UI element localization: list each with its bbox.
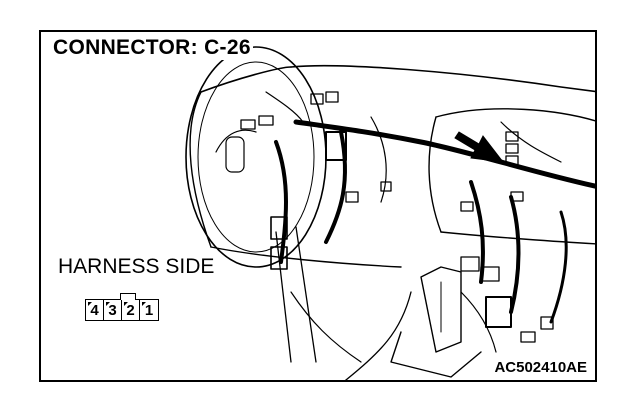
figure-code: AC502410AE: [494, 359, 587, 376]
pin-label: 2: [122, 300, 140, 320]
connector-pin-diagram: 4 3 2 1: [85, 293, 159, 321]
pointer-arrow: [454, 131, 505, 163]
pin-label: 4: [86, 300, 104, 320]
connector-title: CONNECTOR: C-26: [51, 36, 253, 60]
dashboard-harness-illustration: [185, 46, 595, 380]
pin-label: 3: [104, 300, 122, 320]
harness-side-label: HARNESS SIDE: [56, 255, 217, 279]
connector-lock-tab: [120, 293, 136, 300]
pin-label: 1: [140, 300, 158, 320]
diagram-frame: CONNECTOR: C-26 HARNESS SIDE 4 3 2 1 AC5…: [39, 30, 597, 382]
connector-pins: 4 3 2 1: [85, 299, 159, 321]
